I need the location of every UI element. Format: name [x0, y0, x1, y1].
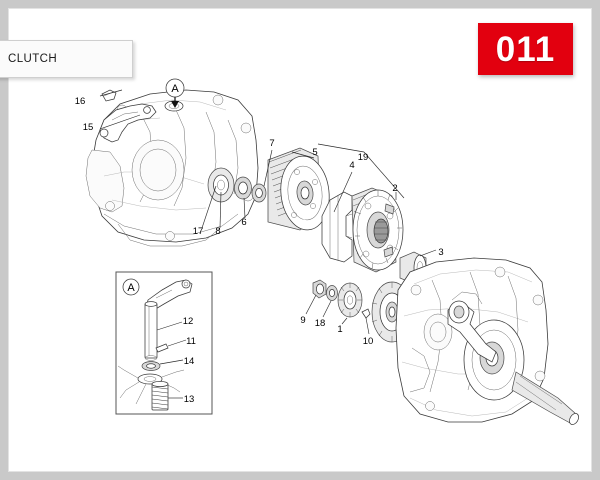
part-11-pin [155, 339, 187, 353]
callout-14: 14 [184, 356, 195, 367]
part-2-clutch-basket [321, 187, 404, 273]
crankcase-right-assembly [395, 257, 579, 425]
callout-10: 10 [363, 336, 374, 347]
detail-box-a: A [115, 271, 213, 415]
part-1-driven-gear-small [337, 282, 363, 325]
callout-19: 19 [358, 152, 369, 163]
callout-4: 4 [349, 160, 354, 171]
detail-marker-a: A [165, 78, 185, 108]
callout-12: 12 [183, 316, 194, 327]
callout-6: 6 [241, 217, 246, 228]
page-number: 011 [495, 29, 556, 69]
part-18-washer [322, 285, 338, 318]
callout-15: 15 [83, 122, 94, 133]
section-title-tab: CLUTCH [0, 40, 133, 78]
callout-labels: 16 15 17 8 6 7 5 4 19 2 3 9 18 1 10 12 1… [75, 96, 444, 405]
part-5-clutch-housing [267, 147, 330, 231]
callout-16: 16 [75, 96, 86, 107]
part-14-washer [141, 359, 184, 371]
callout-17: 17 [193, 226, 204, 237]
page-number-badge: 011 [478, 23, 573, 75]
part-9-nut [305, 279, 327, 315]
part-6-oil-seal [234, 176, 252, 200]
part-16-bolt [99, 89, 123, 102]
part-15-release-lever-plate [99, 103, 157, 143]
callout-leader-lines [201, 143, 405, 229]
callout-11: 11 [186, 336, 196, 347]
callout-3: 3 [438, 247, 443, 258]
part-8-main-bearing [207, 167, 235, 203]
page-title: CLUTCH [8, 53, 58, 65]
part-7-washer [251, 183, 267, 203]
detail-marker-a-letter: A [171, 83, 179, 95]
callout-7: 7 [269, 138, 274, 149]
callout-5: 5 [312, 147, 317, 158]
part-10-woodruff-key [361, 308, 371, 335]
callout-9: 9 [300, 315, 305, 326]
part-12-push-rod [144, 301, 183, 361]
callout-18: 18 [315, 318, 326, 329]
callout-13: 13 [184, 394, 195, 405]
callout-2: 2 [392, 183, 397, 194]
callout-8: 8 [215, 226, 220, 237]
detail-box-marker-letter: A [127, 282, 135, 294]
callout-1: 1 [337, 324, 342, 335]
part-13-coil-spring [151, 381, 183, 411]
